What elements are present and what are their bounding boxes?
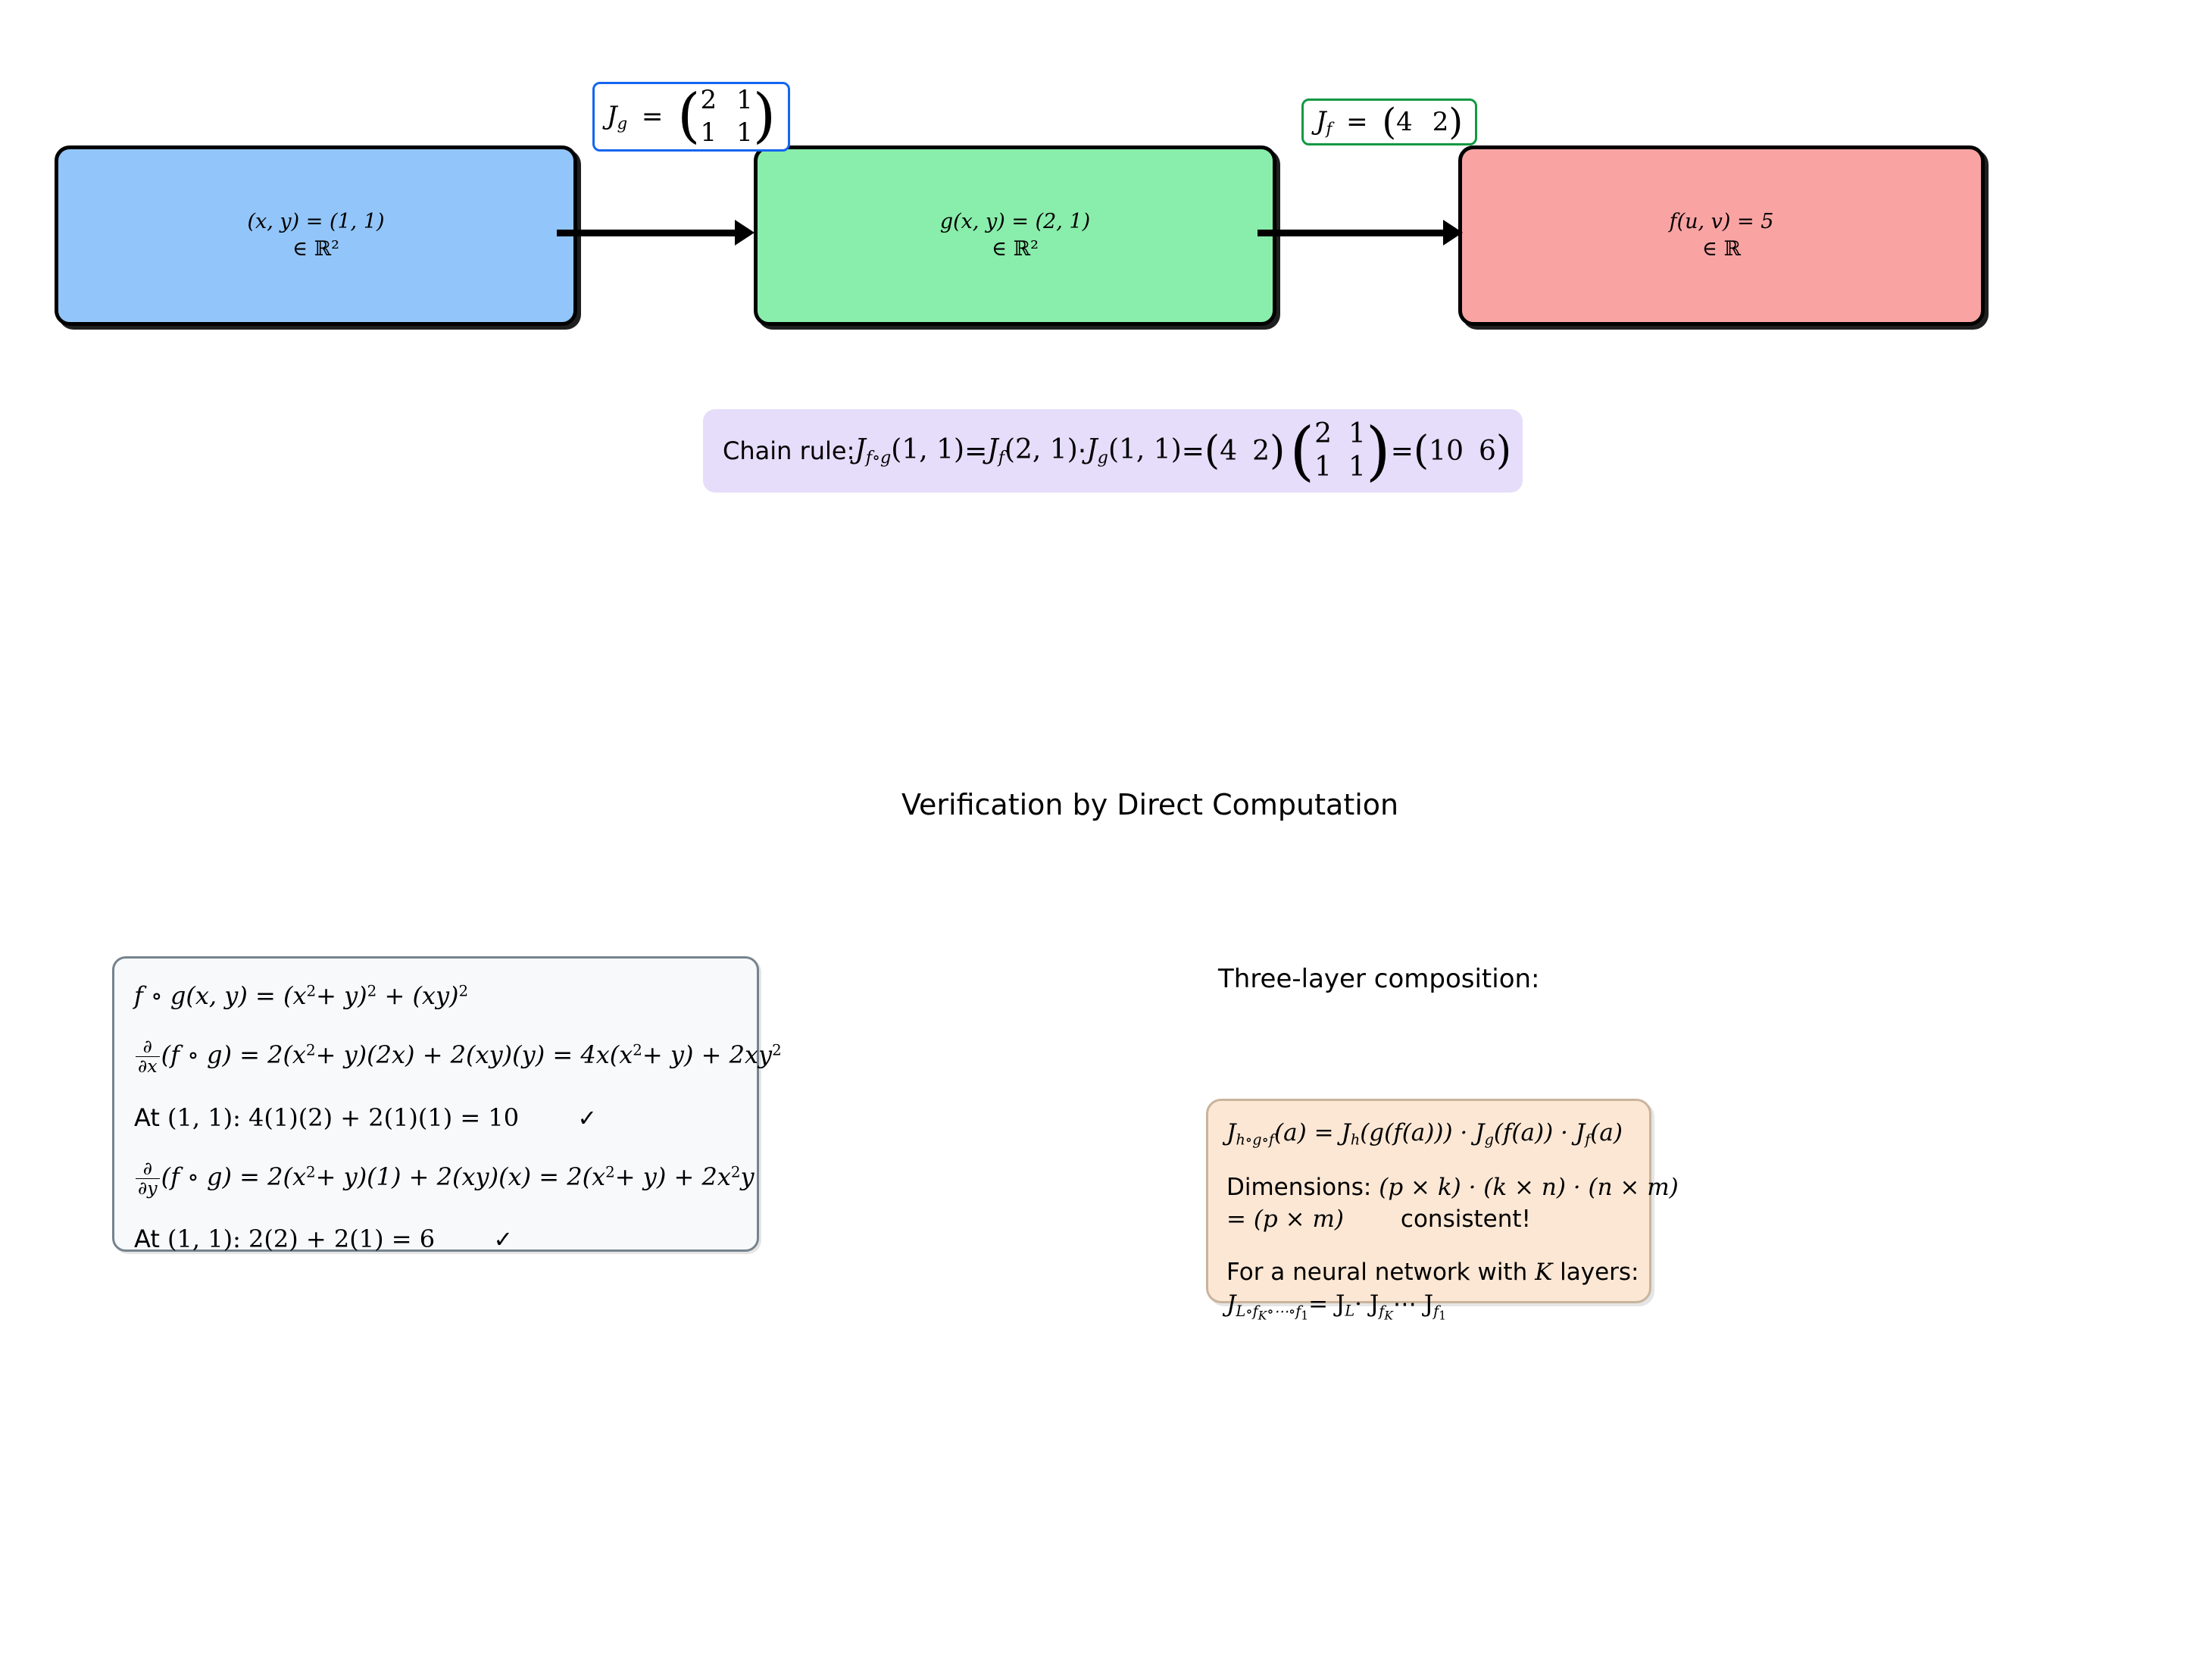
arrow-intermediate-to-output-head bbox=[1443, 220, 1463, 246]
arrow-input-to-intermediate-line bbox=[557, 230, 739, 236]
direct-computation-box: f ∘ g(x, y) = (x2+ y)2 + (xy)2 ∂ ∂x (f ∘… bbox=[112, 956, 782, 1254]
chain-rule-eq3: = bbox=[1390, 435, 1414, 467]
intermediate-node-value: g(x, y) = (2, 1) bbox=[939, 209, 1091, 233]
chain-rule-dot1: · bbox=[1077, 435, 1087, 467]
partial-x-fraction: ∂ ∂x bbox=[136, 1037, 160, 1076]
composition-definition-line: f ∘ g(x, y) = (x2+ y)2 + (xy)2 bbox=[134, 981, 469, 1010]
dimensions-line: Dimensions: (p × k) · (k × n) · (n × m) bbox=[1226, 1174, 1679, 1202]
jacobian-f-symbol: Jf bbox=[1316, 106, 1333, 138]
input-node-space: ∈ ℝ² bbox=[292, 237, 339, 261]
output-node-space: ∈ ℝ bbox=[1701, 237, 1741, 261]
chain-rule-term1: Jf(2, 1) bbox=[987, 433, 1078, 468]
partial-y-fraction: ∂ ∂y bbox=[136, 1159, 160, 1198]
arrow-input-to-intermediate-head bbox=[735, 220, 755, 246]
three-layer-composition-box: Jh∘g∘f(a) = Jh(g(f(a))) · Jg(f(a)) · Jf(… bbox=[1206, 1099, 1679, 1322]
jacobian-g-symbol: Jg bbox=[607, 101, 628, 133]
dimensions-result-line: = (p × m) consistent! bbox=[1226, 1206, 1531, 1234]
chain-rule-panel: Chain rule: Jf∘g(1, 1) = Jf(2, 1) · Jg(1… bbox=[703, 409, 1523, 493]
chain-rule-label: Chain rule: bbox=[723, 436, 855, 465]
input-node-value: (x, y) = (1, 1) bbox=[247, 209, 385, 233]
intermediate-node-space: ∈ ℝ² bbox=[992, 237, 1039, 261]
three-layer-composition-heading: Three-layer composition: bbox=[1218, 964, 1540, 994]
partial-y-check-icon: ✓ bbox=[493, 1227, 513, 1254]
three-layer-jacobian-formula: Jh∘g∘f(a) = Jh(g(f(a))) · Jg(f(a)) · Jf(… bbox=[1226, 1119, 1623, 1149]
intermediate-node: g(x, y) = (2, 1) ∈ ℝ² bbox=[754, 145, 1276, 326]
verification-section-title: Verification by Direct Computation bbox=[901, 788, 1399, 821]
output-node: f(u, v) = 5 ∈ ℝ bbox=[1458, 145, 1985, 326]
chain-rule-eq2: = bbox=[1181, 435, 1204, 467]
jacobian-f-equals: = bbox=[1346, 107, 1368, 137]
partial-x-evaluation-line: At (1, 1): 4(1)(2) + 2(1)(1) = 10 ✓ bbox=[134, 1102, 597, 1132]
output-node-value: f(u, v) = 5 bbox=[1669, 209, 1774, 233]
input-node: (x, y) = (1, 1) ∈ ℝ² bbox=[55, 145, 577, 326]
partial-x-check-icon: ✓ bbox=[577, 1105, 597, 1132]
jacobian-g-equals: = bbox=[641, 102, 664, 132]
partial-y-line: ∂ ∂y (f ∘ g) = 2(x2+ y)(1) + 2(xy)(x) = … bbox=[134, 1159, 755, 1198]
neural-network-layers-line: For a neural network with K layers: bbox=[1226, 1259, 1639, 1287]
chain-rule-term2: Jg(1, 1) bbox=[1086, 433, 1182, 468]
neural-network-jacobian-formula: JL∘fK∘⋯∘f1= JL· JfK⋯ Jf1 bbox=[1226, 1290, 1447, 1323]
partial-y-evaluation-line: At (1, 1): 2(2) + 2(1) = 6 ✓ bbox=[134, 1224, 513, 1254]
arrow-intermediate-to-output-line bbox=[1258, 230, 1447, 236]
partial-x-line: ∂ ∂x (f ∘ g) = 2(x2+ y)(2x) + 2(xy)(y) =… bbox=[134, 1037, 782, 1076]
chain-rule-eq1: = bbox=[964, 435, 988, 467]
chain-rule-lhs: Jf∘g(1, 1) bbox=[854, 433, 965, 468]
